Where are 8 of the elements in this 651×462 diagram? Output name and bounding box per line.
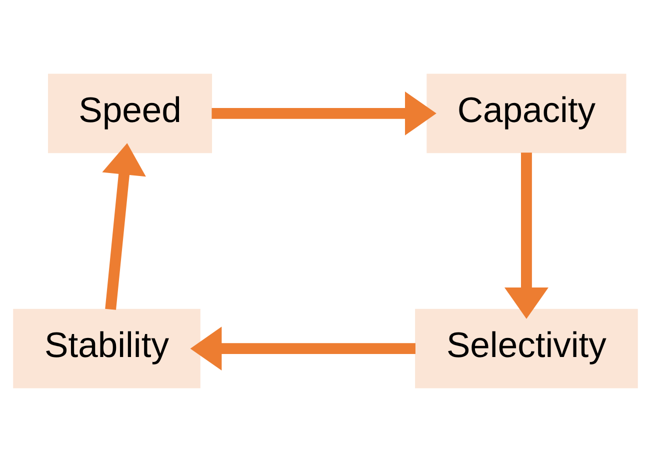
arrow	[102, 143, 146, 310]
node-box: Selectivity	[415, 308, 638, 388]
node-box: Stability	[13, 308, 200, 388]
arrow	[504, 152, 548, 319]
arrow	[190, 326, 416, 371]
node-box: Speed	[48, 74, 212, 154]
node-box: Capacity	[426, 74, 626, 154]
arrow	[212, 91, 436, 136]
